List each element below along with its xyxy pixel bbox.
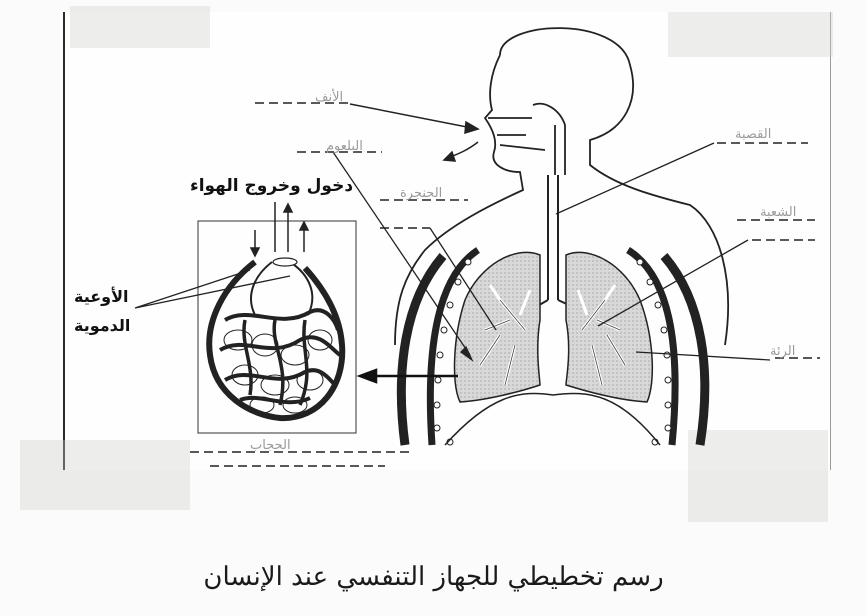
ribcage bbox=[401, 250, 704, 445]
faint-label-larynx: البلعوم bbox=[326, 139, 363, 154]
air-flow-label: دخول وخروج الهواء bbox=[190, 176, 353, 196]
faint-label-nose: الأنف bbox=[315, 90, 343, 105]
blood-vessels-pointers bbox=[135, 270, 290, 308]
faint-label-trachea: القصبة bbox=[735, 127, 771, 142]
diaphragm bbox=[445, 393, 660, 445]
faint-label-left-top: الحنجرة bbox=[400, 186, 442, 201]
left-lung bbox=[455, 252, 540, 402]
right-lung bbox=[566, 252, 652, 402]
blood-vessels-label-line2: الدموية bbox=[74, 316, 130, 335]
alveolus-drawing bbox=[209, 258, 342, 418]
label-pointer-lines bbox=[333, 143, 770, 360]
blood-vessels-label-line1: الأوعية bbox=[74, 287, 129, 306]
inset-arrow bbox=[360, 370, 458, 382]
figure-caption: رسم تخطيطي للجهاز التنفسي عند الإنسان bbox=[0, 562, 867, 592]
faint-label-bronchus: الشعبة bbox=[760, 205, 796, 220]
faint-label-lung: الرئة bbox=[770, 344, 795, 359]
air-flow-arrows bbox=[251, 202, 308, 256]
faint-label-diaphragm: الحجاب bbox=[250, 438, 291, 453]
